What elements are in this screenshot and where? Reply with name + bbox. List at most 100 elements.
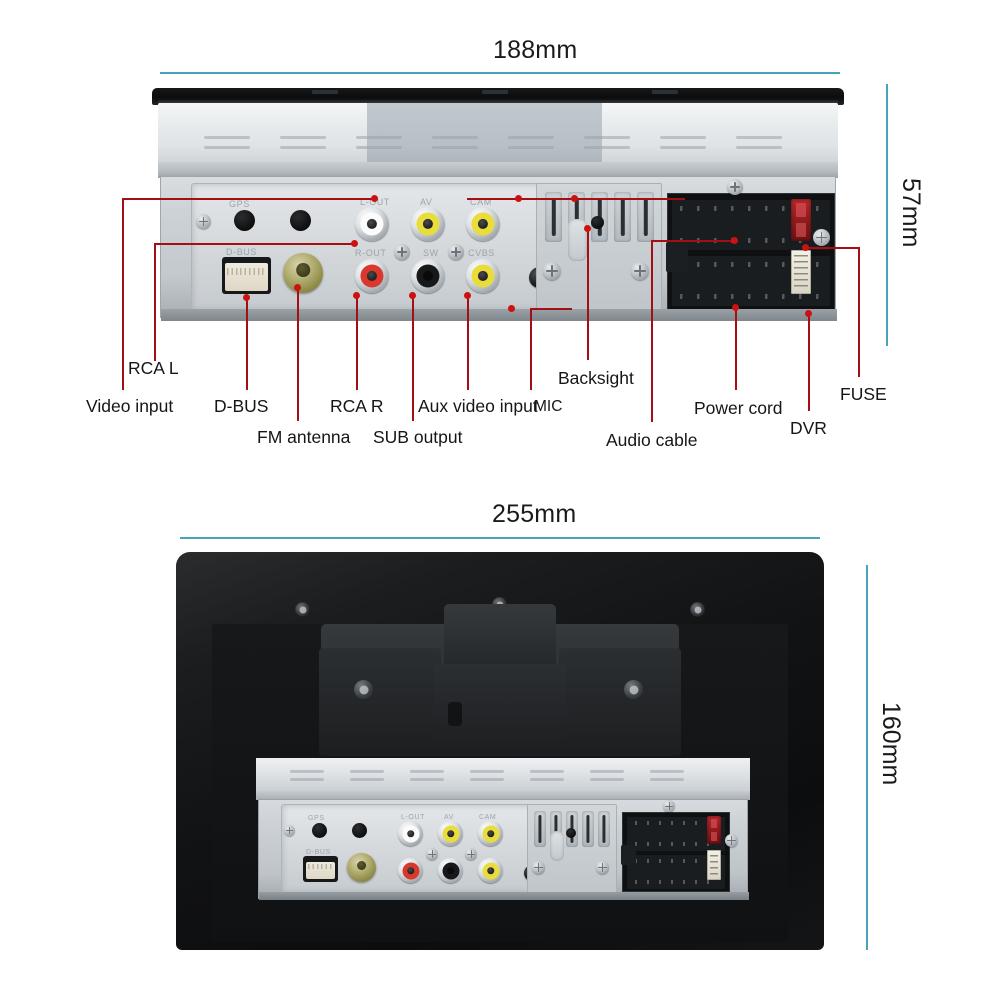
mount-bracket-right-wing: [559, 648, 681, 756]
leader-video-input-h: [122, 198, 374, 200]
leader-dot-audio-cable: [731, 237, 738, 244]
leader-rca-r-v: [356, 295, 358, 390]
leader-audio-cable-v: [651, 240, 653, 422]
callout-d-bus: D-BUS: [214, 396, 269, 416]
plate-screw-mid-right: [448, 244, 464, 260]
silk-sw: SW: [423, 248, 439, 258]
silk-gps: GPS: [229, 199, 250, 209]
lower-backsight-port: [566, 828, 576, 838]
rca-jack-cvbs: [466, 259, 500, 293]
leader-dot-power-cord: [732, 304, 739, 311]
lower-height-dimension-line: [866, 565, 868, 950]
bracket-screw-right: [624, 680, 643, 699]
lower-rear-panel-body: GPS D-BUS L-OUT AV CAM: [258, 799, 749, 900]
leader-aux-video-v: [467, 295, 469, 390]
silk-dbus: D-BUS: [226, 247, 258, 257]
lower-rca-r-out: [398, 858, 423, 883]
leader-fuse-v: [858, 247, 860, 377]
upper-height-dimension-line: [886, 84, 888, 346]
callout-rca-l: RCA L: [128, 358, 179, 378]
lower-height-dimension-label: 160mm: [877, 702, 905, 786]
iso-keying-tab: [666, 242, 688, 272]
lower-gps-hole-left: [312, 823, 327, 838]
lower-unit-illustration: GPS D-BUS L-OUT AV CAM: [176, 552, 824, 950]
lower-gps-hole-right: [352, 823, 367, 838]
dvr-port: [791, 250, 811, 294]
callout-fuse: FUSE: [840, 384, 887, 404]
leader-dot-rca-r: [353, 292, 360, 299]
leader-dot-video-input: [371, 195, 378, 202]
leader-audio-cable-h: [651, 240, 735, 242]
leader-dot-cam: [571, 195, 578, 202]
leader-mic-v: [530, 308, 532, 390]
rca-jack-cam: [466, 207, 500, 241]
lower-heatsink-vent-block: [527, 804, 617, 894]
lower-d-bus-connector: [303, 856, 338, 882]
leader-mic-h: [530, 308, 572, 310]
fm-antenna-socket: [283, 253, 323, 293]
chassis-seam: [158, 162, 838, 178]
upper-width-dimension-label: 188mm: [493, 36, 578, 64]
lower-rca-sub: [438, 858, 463, 883]
leader-fm-antenna-v: [297, 287, 299, 421]
heatsink-vent-block: [536, 183, 662, 311]
rca-jack-av: [411, 207, 445, 241]
lower-width-dimension-label: 255mm: [492, 500, 577, 528]
callout-sub-output: SUB output: [373, 427, 463, 447]
lower-width-dimension-line: [180, 537, 820, 539]
fuse-holder: [791, 199, 811, 241]
silk-cam: CAM: [470, 197, 492, 207]
callout-rca-r: RCA R: [330, 396, 384, 416]
silk-lout: L-OUT: [360, 197, 390, 207]
leader-dot-dvr: [805, 310, 812, 317]
leader-sub-output-v: [412, 295, 414, 421]
rca-jack-l-out: [355, 207, 389, 241]
connector-plate: GPS D-BUS L-OUT AV CAM R-OUT SW CVBS: [191, 183, 571, 311]
lower-rca-cvbs: [478, 858, 503, 883]
lower-fuse-holder: [707, 816, 721, 844]
plate-screw-left: [196, 214, 211, 229]
bezel-screw-left: [295, 602, 310, 617]
leader-power-cord-v: [735, 307, 737, 390]
bracket-screw-left: [354, 680, 373, 699]
harness-screw-right: [813, 229, 830, 246]
leader-dot-d-bus: [243, 294, 250, 301]
leader-rca-l-h: [154, 243, 354, 245]
leader-dot-fuse: [802, 244, 809, 251]
leader-fuse-h: [808, 247, 860, 249]
silk-cvbs: CVBS: [468, 248, 495, 258]
leader-rca-l-v: [154, 243, 156, 361]
leader-dot-aux-video: [464, 292, 471, 299]
mount-bracket-left-wing: [319, 648, 441, 756]
silk-rout: R-OUT: [355, 248, 387, 258]
bracket-slot: [448, 702, 462, 726]
leader-d-bus-v: [246, 297, 248, 390]
leader-dot-rca-l: [351, 240, 358, 247]
vent-screw-right: [631, 262, 649, 280]
d-bus-connector: [222, 257, 271, 294]
gps-hole-right: [290, 210, 311, 231]
leader-dot-backsight: [584, 225, 591, 232]
callout-audio-cable: Audio cable: [606, 430, 698, 450]
rca-jack-sub: [411, 259, 445, 293]
upper-height-dimension-label: 57mm: [897, 178, 925, 248]
top-trim-lip: [152, 88, 844, 105]
lower-chassis-top: [256, 758, 750, 792]
lower-chassis-seam: [256, 791, 750, 800]
callout-fm-antenna: FM antenna: [257, 427, 351, 447]
vent-keyhole: [568, 219, 587, 261]
lower-rca-cam: [478, 821, 503, 846]
silk-av: AV: [420, 197, 433, 207]
leader-dot-fm-antenna: [294, 284, 301, 291]
callout-mic: MIC: [534, 398, 563, 415]
callout-aux-video-input: Aux video input: [418, 396, 538, 416]
plate-screw-mid-left: [394, 244, 410, 260]
leader-dvr-v: [808, 313, 810, 411]
callout-dvr: DVR: [790, 418, 827, 438]
lower-connector-plate: GPS D-BUS L-OUT AV CAM: [281, 804, 551, 894]
rca-jack-r-out: [355, 259, 389, 293]
lower-dvr-port: [707, 850, 721, 880]
vent-screw-left: [543, 262, 561, 280]
leader-dot-av: [515, 195, 522, 202]
harness-screw-top: [727, 179, 743, 195]
